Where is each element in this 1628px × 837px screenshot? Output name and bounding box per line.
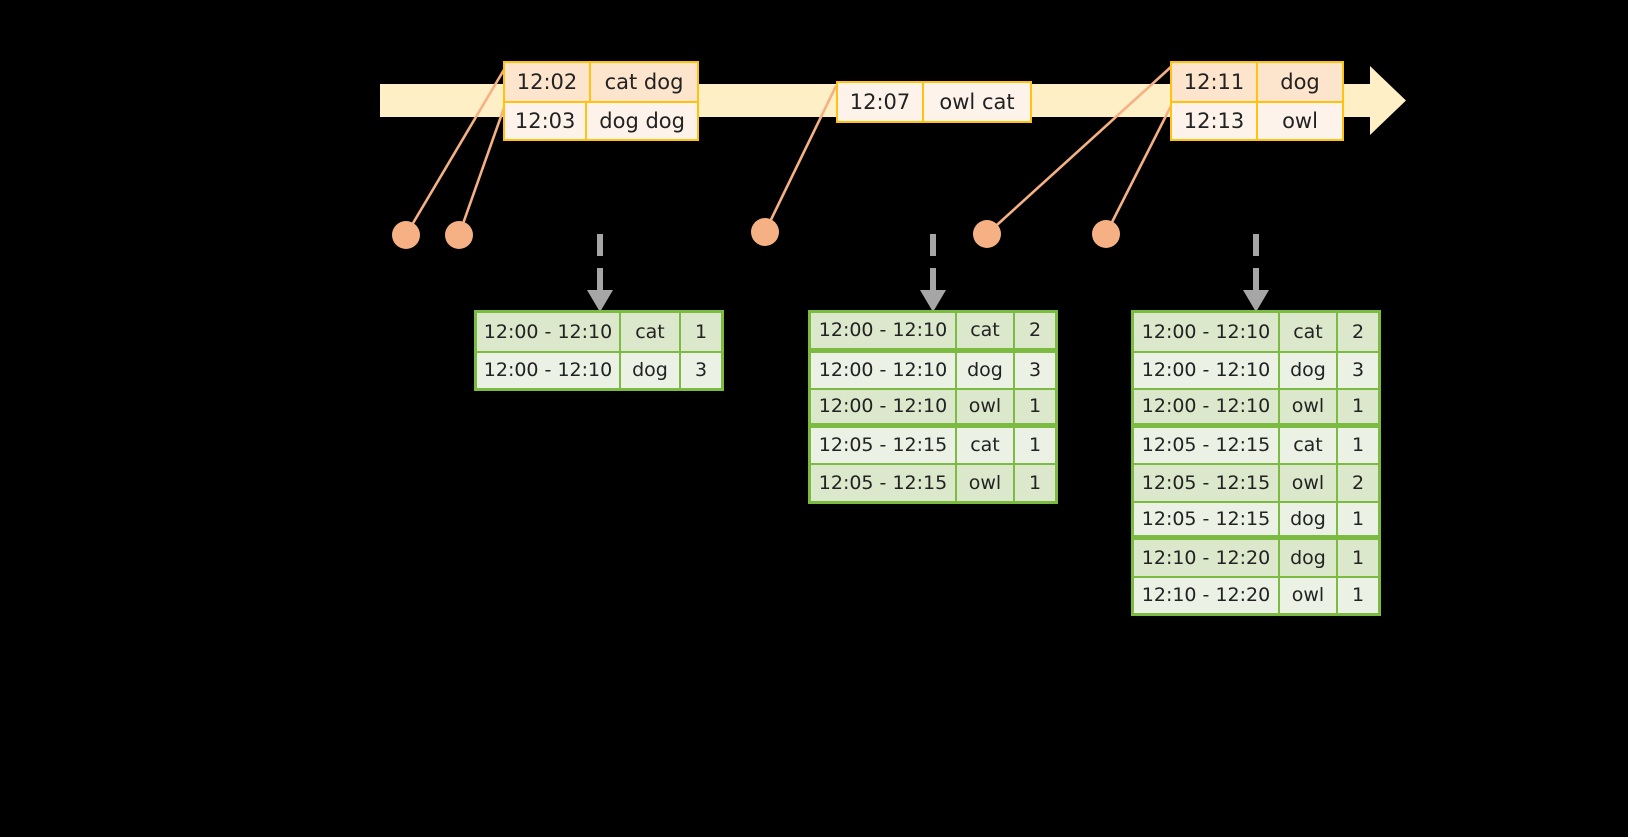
window-cell: 12:00 - 12:10 <box>1134 313 1280 351</box>
event-dot-4 <box>973 220 1001 248</box>
window-cell: 12:00 - 12:10 <box>477 313 621 351</box>
key-cell: cat <box>1280 313 1338 351</box>
window-cell: 12:05 - 12:15 <box>811 465 957 501</box>
result-table-2[interactable]: 12:00 - 12:10 cat 2 12:00 - 12:10 dog 3 … <box>808 310 1058 504</box>
event-time: 12:13 <box>1172 103 1258 139</box>
table-row[interactable]: 12:05 - 12:15 cat 1 <box>811 425 1055 463</box>
count-cell: 1 <box>1351 395 1365 418</box>
event-group-2[interactable]: 12:07 owl cat <box>836 81 1032 123</box>
count-cell: 1 <box>1351 546 1365 569</box>
count-cell: 1 <box>1351 584 1365 607</box>
count-cell: 1 <box>1351 507 1365 530</box>
count-cell: 1 <box>1028 434 1042 457</box>
table-row[interactable]: 12:00 - 12:10 dog 3 <box>1134 350 1378 388</box>
event-dot-1 <box>392 221 420 249</box>
event-time: 12:11 <box>1172 63 1258 101</box>
event-value: cat dog <box>604 70 684 94</box>
emit-arrow-1 <box>587 234 613 312</box>
window-cell: 12:00 - 12:10 <box>1134 390 1280 423</box>
table-row[interactable]: 12:05 - 12:15 owl 1 <box>811 463 1055 501</box>
key-cell: cat <box>957 427 1015 463</box>
window-cell: 12:05 - 12:15 <box>1134 427 1280 463</box>
window-cell: 12:05 - 12:15 <box>1134 502 1280 535</box>
table-row[interactable]: 12:00 - 12:10 dog 3 <box>811 350 1055 388</box>
result-table-3[interactable]: 12:00 - 12:10 cat 2 12:00 - 12:10 dog 3 … <box>1131 310 1381 616</box>
connector-5 <box>1104 103 1174 235</box>
window-cell: 12:10 - 12:20 <box>1134 577 1280 613</box>
event-row[interactable]: 12:02 cat dog <box>505 63 697 101</box>
key-cell: owl <box>1280 577 1338 613</box>
event-dot-3 <box>751 218 779 246</box>
window-cell: 12:00 - 12:10 <box>811 352 957 388</box>
count-cell: 2 <box>1351 320 1365 343</box>
event-dots <box>392 218 1120 249</box>
table-row[interactable]: 12:00 - 12:10 owl 1 <box>811 388 1055 426</box>
key-cell: owl <box>1280 390 1338 423</box>
window-cell: 12:00 - 12:10 <box>811 313 957 348</box>
table-row[interactable]: 12:10 - 12:20 owl 1 <box>1134 575 1378 613</box>
count-cell: 3 <box>694 359 708 382</box>
window-cell: 12:00 - 12:10 <box>477 352 621 388</box>
event-dot-5 <box>1092 220 1120 248</box>
event-row[interactable]: 12:07 owl cat <box>838 83 1030 121</box>
window-cell: 12:10 - 12:20 <box>1134 540 1280 576</box>
table-row[interactable]: 12:05 - 12:15 cat 1 <box>1134 425 1378 463</box>
key-cell: cat <box>621 313 681 351</box>
key-cell: owl <box>957 390 1015 423</box>
event-value: owl cat <box>939 90 1015 114</box>
key-cell: dog <box>957 352 1015 388</box>
key-cell: dog <box>1280 502 1338 535</box>
event-row[interactable]: 12:11 dog <box>1172 63 1342 101</box>
count-cell: 2 <box>1028 319 1042 342</box>
window-cell: 12:00 - 12:10 <box>1134 352 1280 388</box>
count-cell: 2 <box>1351 471 1365 494</box>
emit-arrow-3 <box>1243 234 1269 312</box>
table-row[interactable]: 12:00 - 12:10 owl 1 <box>1134 388 1378 426</box>
event-value: dog dog <box>599 109 685 133</box>
table-row[interactable]: 12:10 - 12:20 dog 1 <box>1134 538 1378 576</box>
event-time: 12:03 <box>505 103 588 139</box>
count-cell: 3 <box>1351 359 1365 382</box>
connector-3 <box>763 85 838 233</box>
key-cell: cat <box>1280 427 1338 463</box>
key-cell: dog <box>1280 540 1338 576</box>
key-cell: dog <box>1280 352 1338 388</box>
table-row[interactable]: 12:05 - 12:15 dog 1 <box>1134 500 1378 538</box>
count-cell: 1 <box>694 320 708 343</box>
event-row[interactable]: 12:13 owl <box>1172 101 1342 139</box>
count-cell: 3 <box>1028 359 1042 382</box>
event-value: owl <box>1282 109 1318 133</box>
result-table-1[interactable]: 12:00 - 12:10 cat 1 12:00 - 12:10 dog 3 <box>474 310 724 391</box>
table-row[interactable]: 12:05 - 12:15 owl 2 <box>1134 463 1378 501</box>
count-cell: 1 <box>1028 395 1042 418</box>
window-cell: 12:00 - 12:10 <box>811 390 957 423</box>
table-row[interactable]: 12:00 - 12:10 cat 2 <box>1134 313 1378 351</box>
event-time: 12:07 <box>838 83 924 121</box>
table-row[interactable]: 12:00 - 12:10 dog 3 <box>477 350 721 388</box>
event-dot-2 <box>445 221 473 249</box>
emit-arrows <box>587 234 1269 312</box>
count-cell: 1 <box>1028 471 1042 494</box>
key-cell: owl <box>957 465 1015 501</box>
emit-arrow-2 <box>920 234 946 312</box>
key-cell: dog <box>621 352 681 388</box>
key-cell: cat <box>957 313 1015 348</box>
table-row[interactable]: 12:00 - 12:10 cat 2 <box>811 313 1055 351</box>
connector-2 <box>457 104 507 236</box>
event-group-3[interactable]: 12:11 dog 12:13 owl <box>1170 61 1344 141</box>
event-group-1[interactable]: 12:02 cat dog 12:03 dog dog <box>503 61 699 141</box>
event-value: dog <box>1280 70 1320 94</box>
table-row[interactable]: 12:00 - 12:10 cat 1 <box>477 313 721 351</box>
connector-1 <box>404 67 507 236</box>
event-time: 12:02 <box>505 63 591 101</box>
key-cell: owl <box>1280 465 1338 501</box>
window-cell: 12:05 - 12:15 <box>811 427 957 463</box>
event-row[interactable]: 12:03 dog dog <box>505 101 697 139</box>
window-cell: 12:05 - 12:15 <box>1134 465 1280 501</box>
count-cell: 1 <box>1351 434 1365 457</box>
